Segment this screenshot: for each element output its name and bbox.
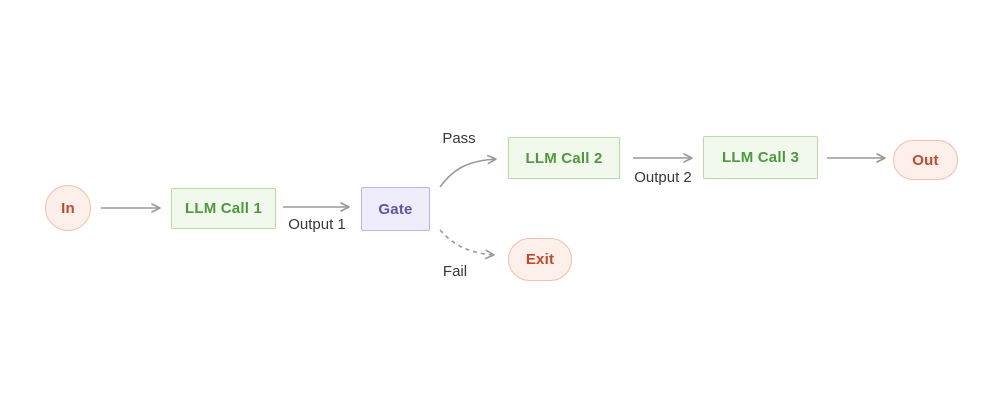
edge-label-pass: Pass <box>442 130 476 147</box>
node-llm-call-3-label: LLM Call 3 <box>721 149 799 166</box>
node-llm-call-3: LLM Call 3 <box>703 136 818 179</box>
edge-label-output-1: Output 1 <box>288 216 346 233</box>
node-out: Out <box>893 140 958 180</box>
edge-label-fail: Fail <box>442 263 468 280</box>
node-llm-call-2: LLM Call 2 <box>508 137 620 179</box>
edge-label-output-2: Output 2 <box>634 169 692 186</box>
edge-gate-to-llm2-pass <box>439 154 497 188</box>
edge-gate-to-exit-fail <box>439 229 495 260</box>
node-exit-label: Exit <box>525 251 555 268</box>
node-in-label: In <box>61 199 75 217</box>
node-llm-call-1: LLM Call 1 <box>171 188 276 229</box>
node-gate-label: Gate <box>378 200 413 218</box>
node-out-label: Out <box>912 151 939 169</box>
node-in: In <box>45 185 91 231</box>
node-exit: Exit <box>508 238 572 281</box>
node-gate: Gate <box>361 187 430 231</box>
node-llm-call-1-label: LLM Call 1 <box>184 200 262 217</box>
node-llm-call-2-label: LLM Call 2 <box>525 149 603 167</box>
